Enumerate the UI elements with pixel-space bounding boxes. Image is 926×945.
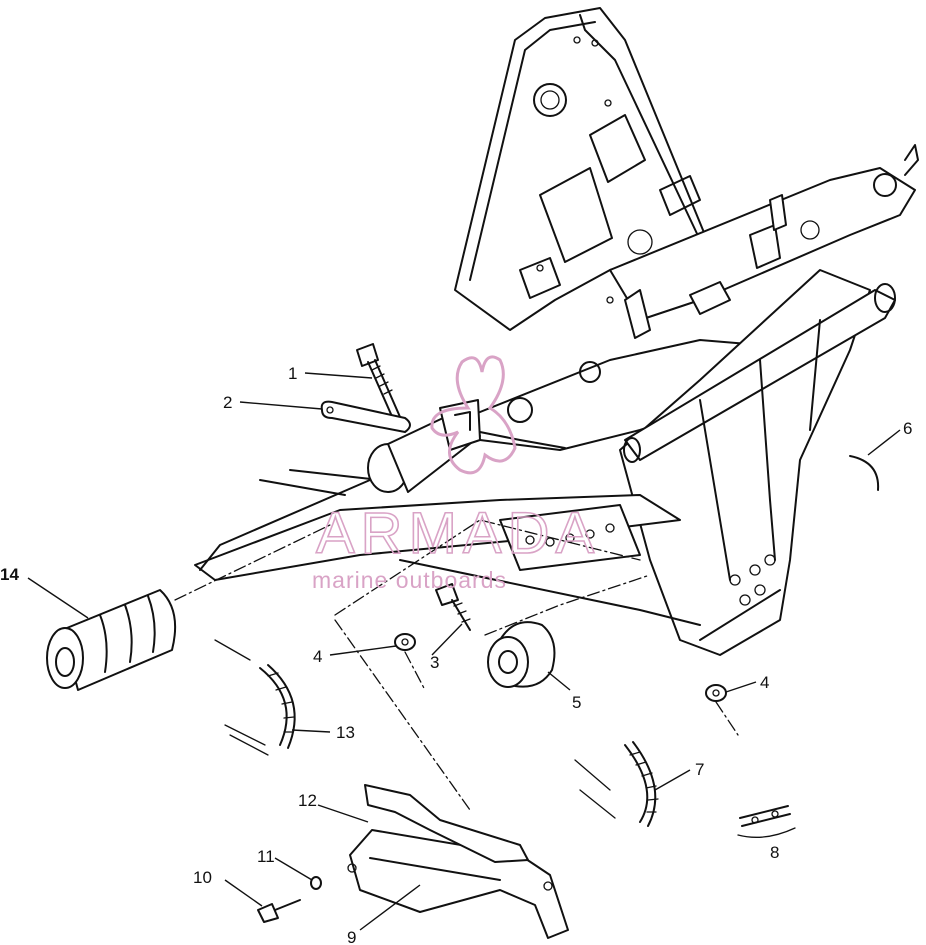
frame-bulkhead xyxy=(454,7,706,331)
watermark-brand: ARMADA xyxy=(316,501,600,566)
callout-12: 12 xyxy=(298,791,317,810)
part-6-clip xyxy=(849,455,880,491)
callout-10: 10 xyxy=(193,868,212,887)
callout-5: 5 xyxy=(572,693,581,712)
part-8-link xyxy=(737,805,796,838)
part-13-chain xyxy=(214,639,296,756)
callout-4-right: 4 xyxy=(760,673,769,692)
part-2-link xyxy=(320,400,411,433)
part-4-nut-right xyxy=(705,684,727,702)
callout-9: 9 xyxy=(347,928,356,945)
callout-11: 11 xyxy=(257,847,275,866)
watermark-tagline: marine outboards xyxy=(312,567,507,593)
frame-cross-arm xyxy=(609,144,919,339)
part-12-bracket xyxy=(364,784,529,863)
callout-labels: 1 2 3 4 4 5 6 7 8 9 10 11 12 13 14 xyxy=(0,364,912,945)
leader-lines xyxy=(27,372,901,931)
part-11-washer xyxy=(310,876,322,890)
callout-8: 8 xyxy=(770,843,779,862)
callout-6: 6 xyxy=(903,419,912,438)
rear-suspension-cage xyxy=(619,269,896,656)
shock-mount xyxy=(367,399,481,493)
callout-7: 7 xyxy=(695,760,704,779)
callout-1: 1 xyxy=(288,364,297,383)
part-9-guard xyxy=(347,829,569,939)
part-14-drive-sprocket xyxy=(46,589,177,691)
part-7-chain xyxy=(574,741,659,827)
callout-13: 13 xyxy=(336,723,355,742)
watermark: ARMADA marine outboards xyxy=(312,355,600,593)
callout-2: 2 xyxy=(223,393,232,412)
part-4-nut-left xyxy=(394,633,416,651)
part-10-screw xyxy=(257,899,301,923)
callout-4-left: 4 xyxy=(313,647,322,666)
slide-rail xyxy=(194,469,701,626)
callout-3: 3 xyxy=(430,653,439,672)
part-3-bolt xyxy=(435,583,471,631)
watermark-logo-icon xyxy=(430,355,517,475)
part-5-idler-wheel xyxy=(487,621,556,688)
callout-14: 14 xyxy=(0,565,19,584)
